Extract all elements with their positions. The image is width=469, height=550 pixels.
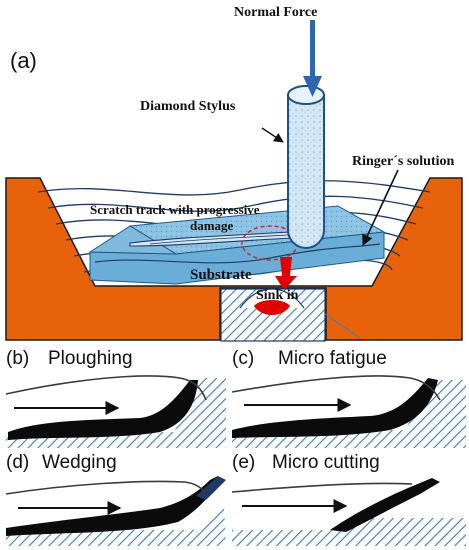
panel-e-title: Micro cutting [272,452,380,473]
pointer-arrow-icon [261,127,284,143]
panel-b-label: (b) [6,348,29,369]
sink-in-inset [220,288,361,342]
ringers-pointer-arrow [362,169,399,247]
panel-c: (c) Micro fatigue [231,348,466,448]
panel-a-label: (a) [10,48,37,73]
panel-b-tip [5,375,207,401]
down-arrow-icon [303,20,322,97]
panel-b-wear-particle [8,380,198,440]
panel-d: (d) Wedging [5,452,226,546]
diamond-stylus [287,85,325,249]
diamond-stylus-label: Diamond Stylus [140,99,236,114]
panel-d-title: Wedging [42,452,117,473]
panel-e-label: (e) [232,452,255,473]
panel-e-substrate [232,518,466,546]
panel-b-title: Ploughing [48,348,133,369]
substrate-label: Substrate [190,267,252,283]
panel-c-title: Micro fatigue [278,348,387,369]
ringers-solution-label: Ringer´s solution [352,154,455,169]
panel-e: (e) Micro cutting [231,452,466,546]
tank [5,177,463,341]
panel-d-substrate [6,506,226,546]
scratch-track-label-line2: damage [190,218,234,233]
panel-c-wear-particle [232,378,438,438]
panel-d-tip [5,480,207,495]
sink-in-label: Sink in [256,288,299,303]
panel-e-chip [330,478,440,532]
panel-a: (a) [5,5,463,342]
panel-d-wedge [196,476,226,500]
scratch-track-label-line1: Scratch track with progressive [90,202,260,217]
sink-in-arrow [275,257,297,290]
normal-force-label: Normal Force [234,5,317,20]
panel-b: (b) Ploughing [5,348,226,448]
panel-d-wear-particle [6,476,218,536]
panel-c-label: (c) [232,348,254,369]
panel-c-tip [231,375,441,401]
panel-e-tip [231,482,413,493]
panel-d-label: (d) [6,452,29,473]
